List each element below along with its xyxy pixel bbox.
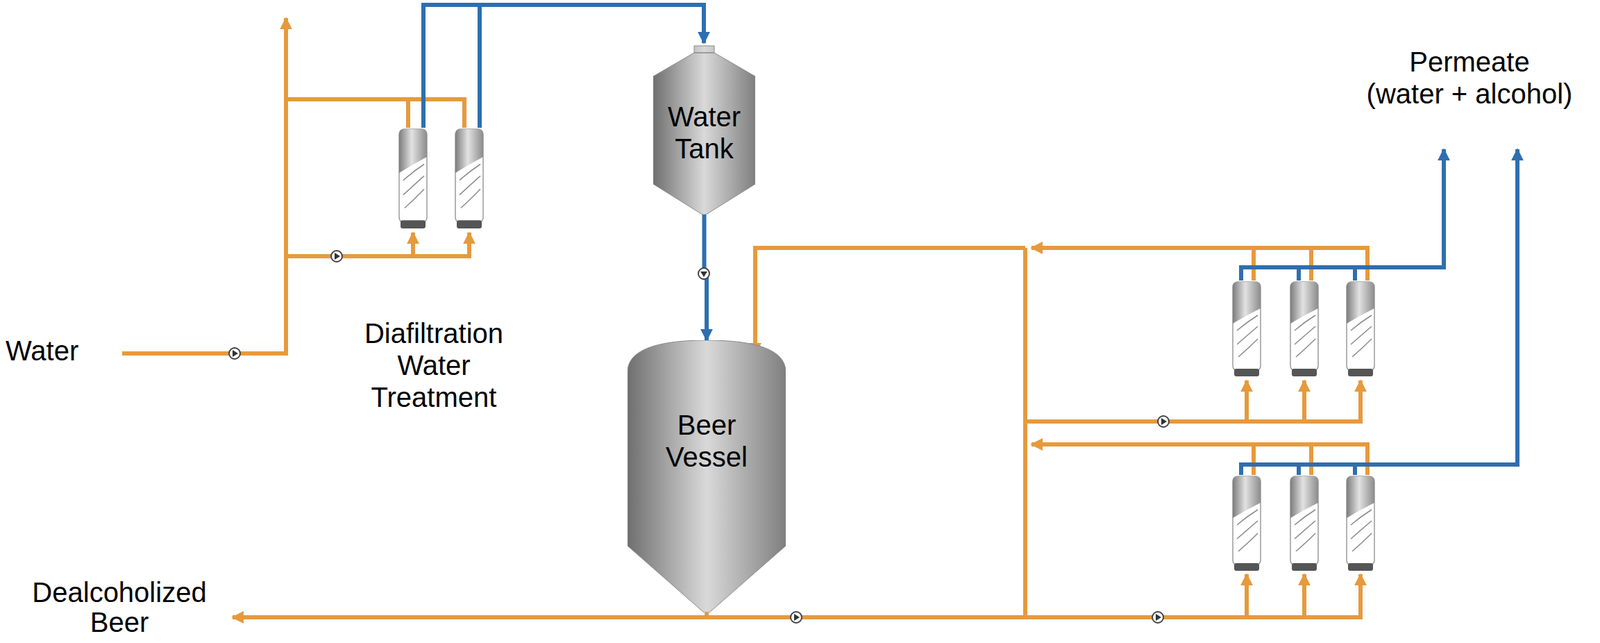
- membrane-modules: [399, 129, 1375, 571]
- pipe: [1023, 247, 1028, 618]
- pipe: [1302, 574, 1307, 618]
- permeate-label: Permeate (water + alcohol): [1366, 46, 1573, 109]
- feed-pipe: [1025, 380, 1361, 422]
- membrane-module: [1232, 281, 1261, 377]
- pump-symbol: [331, 250, 343, 262]
- node-text: Beer Vessel: [644, 408, 770, 473]
- pipe: [285, 99, 465, 128]
- return-pipe: [1031, 247, 1368, 281]
- pipe: [1309, 247, 1314, 281]
- tank-body: [627, 340, 786, 613]
- pipe: [1244, 574, 1249, 618]
- membrane-module: [1346, 476, 1375, 571]
- pipe: [1244, 380, 1249, 422]
- beer-vessel: Beer Vessel: [627, 340, 786, 613]
- blue-pipes: [423, 4, 1518, 475]
- pipe: [406, 99, 411, 128]
- water-inlet-pipe: [122, 18, 286, 354]
- pipe: [1251, 444, 1256, 475]
- outlet-pipe: [232, 615, 707, 620]
- pipe: [1251, 247, 1256, 281]
- tank-outline: [627, 340, 786, 613]
- membrane-module: [1290, 476, 1319, 571]
- tank-body: [653, 45, 756, 215]
- pump-symbol: [790, 611, 802, 623]
- outlet-label-box: Dealcoholized Beer: [25, 577, 214, 638]
- permeate-label-box: Permeate (water + alcohol): [1358, 45, 1581, 110]
- permeate-pipe: [1241, 149, 1518, 475]
- pump-symbol: [1157, 415, 1169, 427]
- permeate-pipe: [1296, 464, 1301, 475]
- wrap-spacer: [1556, 45, 1581, 74]
- wrap-spacer: [1358, 45, 1383, 74]
- permeate-pipe: [1352, 267, 1358, 281]
- pipe: [1309, 444, 1314, 475]
- pump-symbol: [1152, 611, 1164, 623]
- outlet-label: Dealcoholized Beer: [31, 576, 207, 638]
- inlet-label-box: Water: [5, 334, 117, 367]
- water-tank: Water Tank: [653, 41, 756, 215]
- section-label: Diafiltration Water Treatment: [364, 317, 504, 413]
- filter-module: [455, 129, 484, 229]
- pump-symbol: [229, 347, 241, 359]
- membrane-module: [1290, 281, 1319, 377]
- permeate-pipe: [1296, 267, 1301, 281]
- pipe: [410, 232, 416, 257]
- pump-symbol: [698, 267, 710, 280]
- permeate-pipe: [1352, 464, 1358, 475]
- pumps: [229, 250, 1169, 623]
- return-pipe: [755, 247, 1026, 355]
- pipe: [1302, 380, 1307, 422]
- inlet-label: Water: [5, 335, 79, 366]
- return-pipe: [1031, 444, 1368, 475]
- permeate-pipe: [1241, 149, 1444, 281]
- node-text: Water Tank: [655, 100, 754, 165]
- membrane-module: [1232, 476, 1261, 571]
- water-pipe: [477, 4, 482, 128]
- orange-pipes: [122, 18, 1368, 618]
- membrane-module: [1346, 281, 1375, 377]
- filter-module: [399, 129, 427, 229]
- section-label-box: Diafiltration Water Treatment: [350, 317, 518, 414]
- feed-pipe: [706, 574, 1361, 618]
- pipe: [285, 232, 470, 257]
